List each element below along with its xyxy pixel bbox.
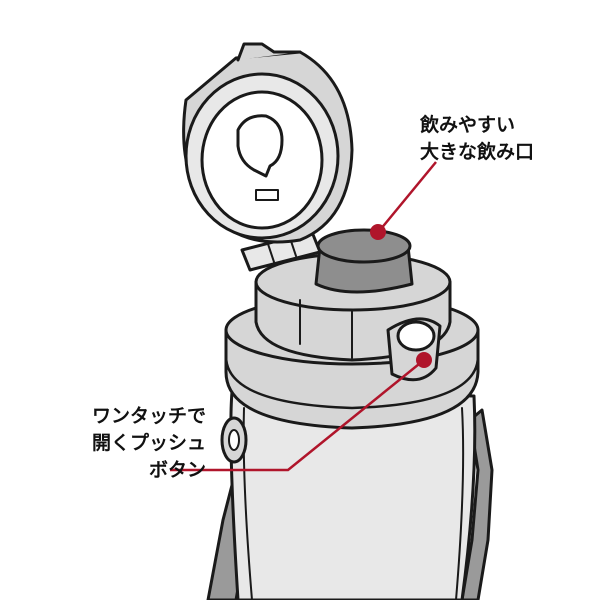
callout-push-button: ワンタッチで 開くプッシュ ボタン: [34, 403, 206, 484]
cover-seam: [455, 407, 465, 601]
callout-line: 開くプッシュ: [91, 432, 206, 454]
callout-line: ワンタッチで: [91, 405, 206, 427]
lid-seal: [236, 114, 284, 178]
lid-tab: [236, 42, 302, 62]
callout-dot-button: [416, 352, 432, 368]
hinge-pin: [267, 243, 275, 263]
callout-drink-spout: 飲みやすい 大きな飲み口: [420, 112, 534, 166]
push-button: [396, 320, 436, 352]
callout-dot-spout: [370, 224, 386, 240]
callout-line: 大きな飲み口: [420, 141, 535, 163]
drink-spout-top: [316, 228, 412, 264]
callout-line: ボタン: [148, 459, 206, 481]
collar-band: [224, 354, 480, 410]
callout-leader-button: [170, 359, 425, 472]
lid-latch: [255, 189, 279, 201]
callout-line: 飲みやすい: [420, 114, 516, 136]
callout-leader-spout: [379, 161, 437, 231]
strap-ring-hole: [228, 429, 240, 451]
